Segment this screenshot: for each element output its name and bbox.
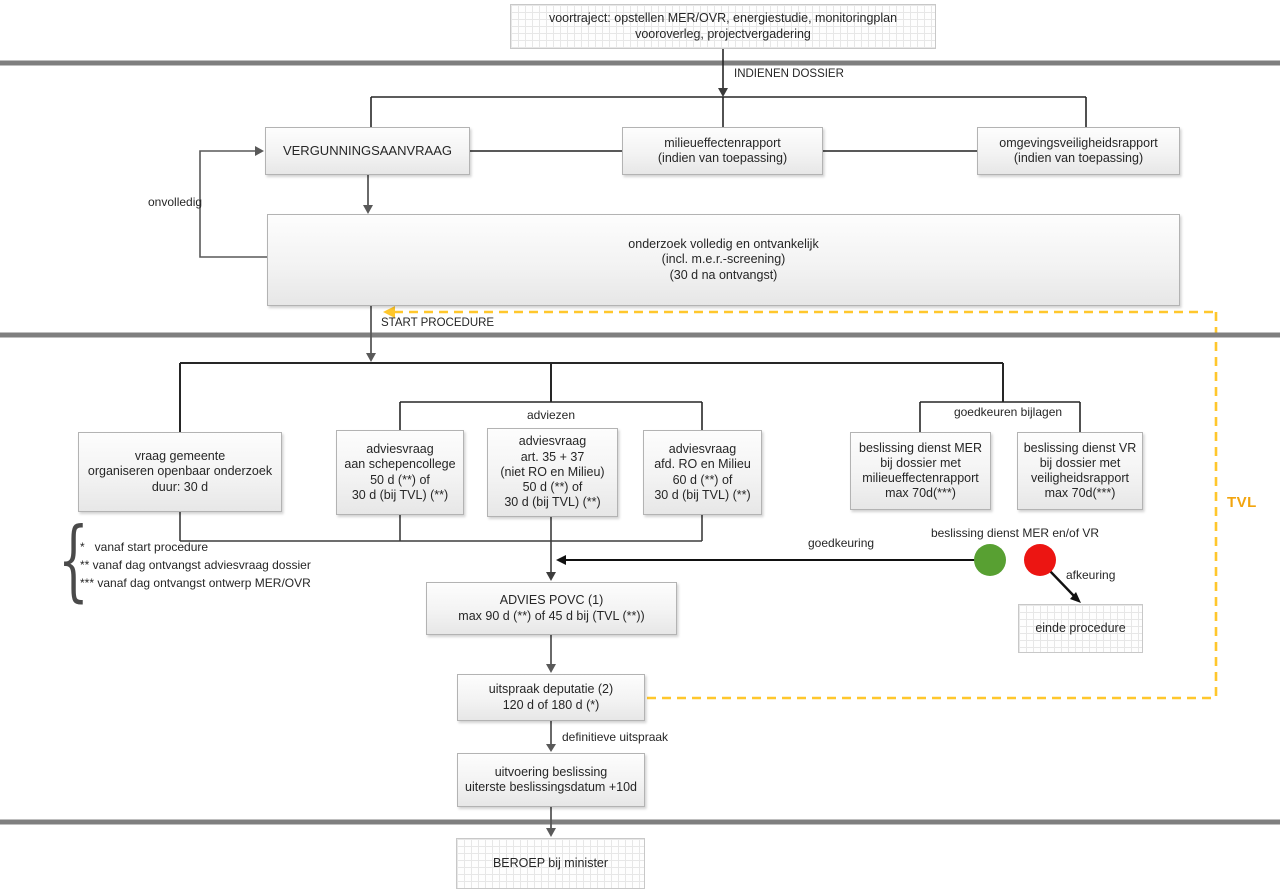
node-adviesvraag-art-35-37: adviesvraag art. 35 + 37 (niet RO en Mil… xyxy=(487,428,618,517)
node-beslissing-dienst-mer: beslissing dienst MER bij dossier met mi… xyxy=(850,432,991,510)
label-start-procedure: START PROCEDURE xyxy=(381,317,495,329)
label-goedkeuren-bijlagen: goedkeuren bijlagen xyxy=(953,405,1063,419)
label-afkeuring: afkeuring xyxy=(1066,568,1116,582)
uitvoering-arrowhead xyxy=(546,744,556,752)
label-adviezen: adviezen xyxy=(526,408,576,422)
verg-arrowhead xyxy=(363,205,373,214)
onvolledig-arrowhead xyxy=(255,146,264,156)
start-arrowhead xyxy=(366,353,376,362)
node-voortraject: voortraject: opstellen MER/OVR, energies… xyxy=(510,4,936,49)
uitspraak-arrowhead xyxy=(546,664,556,673)
branch-lines-top xyxy=(370,48,1087,127)
afkeuring-arrowhead xyxy=(1070,592,1081,603)
indienen-arrowhead xyxy=(718,88,728,97)
rejection-dot-red xyxy=(1024,544,1056,576)
adviezen-branch xyxy=(399,401,703,430)
phase-divider-lines xyxy=(0,60,1280,825)
node-uitvoering-beslissing: uitvoering beslissing uiterste beslissin… xyxy=(457,753,645,807)
footnote-brace: { xyxy=(58,508,89,611)
approval-dot-green xyxy=(974,544,1006,576)
node-einde-procedure: einde procedure xyxy=(1018,604,1143,653)
distribution-lines xyxy=(179,362,1004,432)
footnote-3: *** vanaf dag ontvangst ontwerp MER/OVR xyxy=(80,576,311,590)
node-vraag-gemeente: vraag gemeente organiseren openbaar onde… xyxy=(78,432,282,512)
footnote-2: ** vanaf dag ontvangst adviesvraag dossi… xyxy=(80,558,311,572)
label-indienen-dossier: INDIENEN DOSSIER xyxy=(734,68,844,80)
tvl-dashed-route xyxy=(394,310,1218,700)
node-adviesvraag-schepencollege: adviesvraag aan schepencollege 50 d (**)… xyxy=(336,430,464,515)
node-vergunningsaanvraag: VERGUNNINGSAANVRAAG xyxy=(265,127,470,175)
node-beroep-minister: BEROEP bij minister xyxy=(456,838,645,889)
node-adviesvraag-ro-milieu: adviesvraag afd. RO en Milieu 60 d (**) … xyxy=(643,430,762,515)
label-tvl: TVL xyxy=(1227,494,1257,511)
node-milieueffectenrapport: milieueffectenrapport (indien van toepas… xyxy=(622,127,823,175)
onvolledig-loop xyxy=(199,150,268,258)
label-goedkeuring: goedkeuring xyxy=(808,536,875,550)
povc-arrowhead xyxy=(546,572,556,581)
goedkeuren-branch xyxy=(919,401,1081,432)
label-beslissing-mer-vr: beslissing dienst MER en/of VR xyxy=(930,526,1100,540)
label-definitieve-uitspraak: definitieve uitspraak xyxy=(562,730,669,744)
afkeuring-line xyxy=(1048,569,1075,597)
tvl-arrowhead-left xyxy=(383,306,395,318)
label-onvolledig: onvolledig xyxy=(148,195,203,209)
beroep-arrowhead xyxy=(546,828,556,837)
node-onderzoek-volledig: onderzoek volledig en ontvankelijk (incl… xyxy=(267,214,1180,306)
node-omgevingsveiligheidsrapport: omgevingsveiligheidsrapport (indien van … xyxy=(977,127,1180,175)
goedkeuring-arrowhead xyxy=(556,555,566,565)
node-advies-povc: ADVIES POVC (1) max 90 d (**) of 45 d bi… xyxy=(426,582,677,635)
node-beslissing-dienst-vr: beslissing dienst VR bij dossier met vei… xyxy=(1017,432,1143,510)
footnote-1: * vanaf start procedure xyxy=(80,540,209,554)
collector-lines xyxy=(179,512,703,572)
node-uitspraak-deputatie: uitspraak deputatie (2) 120 d of 180 d (… xyxy=(457,674,645,721)
